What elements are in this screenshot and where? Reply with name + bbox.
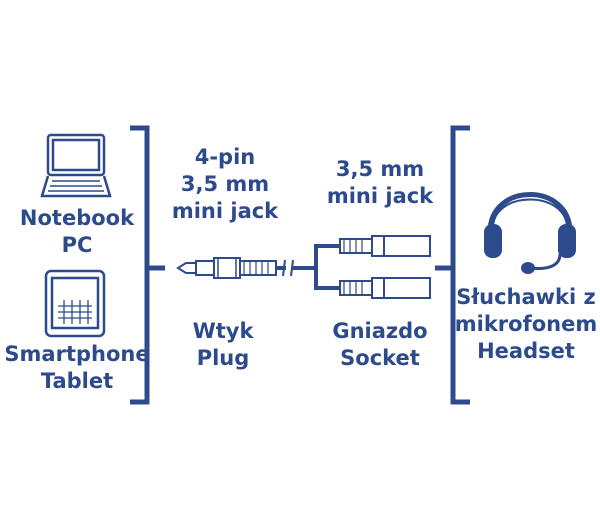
tablet-label: Smartphone Tablet xyxy=(4,341,150,395)
plug-connector xyxy=(176,257,277,279)
socket-connector-bottom xyxy=(339,277,431,299)
tablet-icon xyxy=(44,269,106,338)
headset-label: Słuchawki z mikrofonem Headset xyxy=(452,284,600,365)
socket-label-line1: Gniazdo xyxy=(332,319,428,343)
headset-label-line3: Headset xyxy=(477,339,575,363)
plug-label-line2: Plug xyxy=(196,346,250,370)
tablet-label-line2: Tablet xyxy=(40,369,114,393)
socket-connector-top xyxy=(339,235,431,257)
notebook-label-line2: PC xyxy=(61,233,93,257)
plug-spec-label: 4-pin 3,5 mm mini jack xyxy=(165,144,285,225)
socket-label: Gniazdo Socket xyxy=(320,318,440,372)
headset-label-line1: Słuchawki z xyxy=(456,285,596,309)
plug-label-line1: Wtyk xyxy=(192,319,254,343)
socket-label-line2: Socket xyxy=(340,346,420,370)
socket-spec-line1: 3,5 mm xyxy=(335,157,425,181)
notebook-label: Notebook PC xyxy=(18,205,136,259)
plug-label: Wtyk Plug xyxy=(168,318,278,372)
left-bracket xyxy=(130,125,165,405)
plug-spec-line3: mini jack xyxy=(171,199,279,223)
notebook-label-line1: Notebook xyxy=(19,206,135,230)
headset-label-line2: mikrofonem xyxy=(454,312,598,336)
cable xyxy=(276,244,340,290)
headset-icon xyxy=(484,192,576,274)
socket-spec-label: 3,5 mm mini jack xyxy=(320,156,440,210)
plug-spec-line2: 3,5 mm xyxy=(180,172,270,196)
tablet-label-line1: Smartphone xyxy=(4,342,150,366)
laptop-icon xyxy=(40,133,112,198)
plug-spec-line1: 4-pin xyxy=(194,145,256,169)
socket-spec-line2: mini jack xyxy=(326,184,434,208)
right-bracket xyxy=(435,125,470,405)
